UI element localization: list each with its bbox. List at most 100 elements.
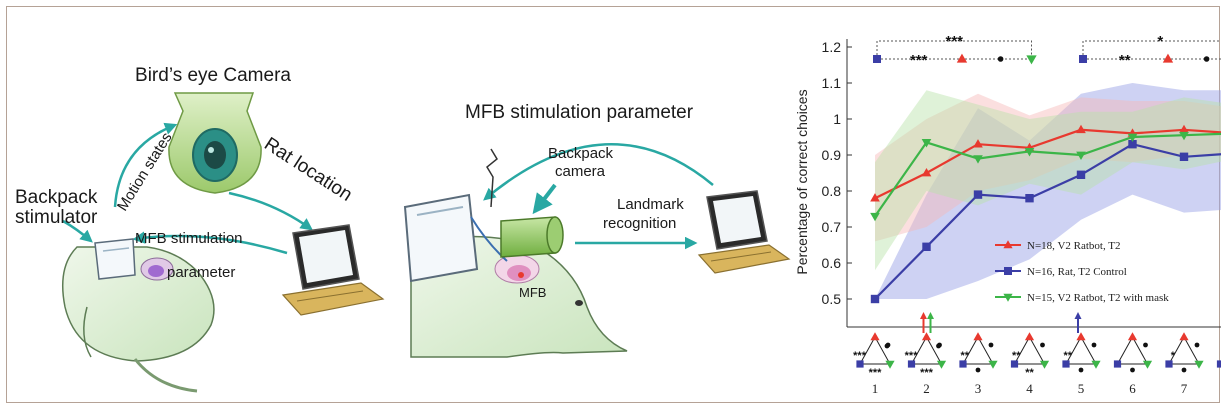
sig-triangle-1	[956, 53, 968, 63]
significance-inner-label-1: ***	[910, 52, 928, 69]
pairwise-dot-right-6	[1143, 342, 1148, 348]
y-tick-label-6: 1	[833, 111, 841, 127]
series-line-1	[874, 128, 1228, 200]
camera-pointer-arrow	[532, 183, 557, 215]
mfb-arrow-left	[132, 231, 288, 255]
pairwise-right-3	[988, 360, 998, 369]
pairwise-right-2	[936, 360, 947, 369]
series-1-point-3	[973, 139, 983, 148]
mfb-stimulation-label-mid: MFB stimulation parameter	[465, 102, 694, 123]
middle-panel: MFB stimulation parameter Backpack camer…	[403, 102, 791, 358]
backpack-camera-label-2: camera	[555, 163, 606, 180]
sig-triangle-2	[1162, 53, 1174, 63]
y-tick-label-3: 0.7	[822, 219, 842, 235]
pairwise-top-4	[1024, 332, 1035, 341]
x-tick-label-6: 6	[1129, 381, 1136, 396]
x-tick-label-7: 7	[1181, 381, 1188, 396]
pairwise-dot-right-7	[1194, 342, 1200, 348]
significance-brackets: *********	[873, 33, 1228, 69]
x-tick-label-4: 4	[1026, 381, 1033, 396]
pairwise-glyph-8	[1216, 349, 1228, 368]
sig-square-1	[873, 55, 881, 63]
pairwise-glyph-1: ******	[853, 332, 895, 379]
x-tick-label-1: 1	[872, 381, 879, 396]
series-1-point-2	[921, 167, 932, 177]
pairwise-right-7	[1194, 360, 1204, 369]
significance-label-1: ***	[945, 33, 963, 50]
series-2-point-3	[973, 190, 983, 199]
series-3-point-1	[870, 212, 880, 222]
y-tick-label-1: 0.5	[822, 291, 842, 307]
pairwise-left-stars-7: *	[1171, 350, 1176, 362]
pairwise-dot-extra-2	[936, 343, 941, 349]
pairwise-triangle-7	[1168, 335, 1200, 365]
pairwise-bottom-stars-2: ***	[920, 367, 934, 379]
pairwise-left-2	[907, 360, 916, 368]
series-3-point-4	[1024, 148, 1035, 157]
pairwise-top-7	[1179, 332, 1189, 341]
sig-dot-1	[997, 56, 1004, 62]
pairwise-bottom-stars-1: ***	[869, 367, 883, 379]
pairwise-glyph-7: *	[1165, 332, 1204, 373]
backpack-camera-label-1: Backpack	[548, 145, 614, 162]
series-3-point-2	[921, 139, 932, 148]
pairwise-right-6	[1142, 360, 1153, 369]
pairwise-right-1	[885, 360, 895, 369]
pairwise-glyph-2: ******	[905, 332, 947, 379]
pairwise-left-1	[856, 360, 864, 368]
landmark-recognition-label-2: recognition	[603, 215, 676, 232]
pairwise-left-4	[1010, 360, 1019, 368]
backpack-stimulator-label-2: stimulator	[15, 207, 98, 228]
pairwise-top-5	[1076, 332, 1086, 341]
laptop-icon-left	[281, 224, 385, 316]
series-line-2	[874, 143, 1228, 300]
backpack-camera-icon	[500, 216, 564, 258]
mfb-arrow-mid	[483, 143, 714, 201]
backpack-illustration-mid	[403, 148, 508, 283]
y-tick-label-4: 0.8	[822, 183, 842, 199]
backpack-stimulator-label-1: Backpack	[15, 187, 98, 208]
pairwise-dot-extra-1	[884, 343, 890, 349]
chart-legend: N=18, V2 Ratbot, T2N=16, Rat, T2 Control…	[995, 240, 1169, 304]
pairwise-left-7	[1165, 360, 1173, 368]
pairwise-top-6	[1127, 332, 1138, 341]
pairwise-glyph-4: ****	[1010, 332, 1050, 379]
figure-frame: Bird’s eye Camera Motion states Rat loca…	[6, 6, 1228, 403]
pairwise-left-5	[1062, 360, 1070, 368]
pairwise-dot-right-5	[1091, 342, 1097, 348]
mfb-brain-label: MFB	[519, 285, 546, 300]
pairwise-triangle-5	[1065, 335, 1097, 365]
rat-illustration-left	[62, 238, 215, 393]
x-tick-label-3: 3	[975, 381, 982, 396]
series-2-point-7	[1179, 152, 1189, 161]
pairwise-left-3	[959, 360, 967, 368]
x-tick-label-5: 5	[1078, 381, 1085, 396]
pairwise-left-stars-1: ***	[853, 350, 867, 362]
pairwise-dot-bottom-5	[1078, 367, 1084, 373]
x-tick-label-2: 2	[923, 381, 930, 396]
confidence-band-3	[875, 90, 1228, 271]
landmark-recognition-label-1: Landmark	[617, 196, 684, 213]
series-2-point-2	[922, 242, 931, 251]
pairwise-triangle-2	[910, 335, 943, 365]
pairwise-left-8	[1216, 360, 1225, 368]
sig-triangle-down-1	[1026, 55, 1037, 65]
pairwise-triangle-6	[1116, 335, 1149, 365]
y-axis-title: Percentage of correct choices	[794, 89, 810, 274]
pairwise-left-6	[1113, 360, 1122, 368]
series-2-point-6	[1128, 140, 1137, 149]
series-line-3	[874, 132, 1228, 217]
pairwise-dot-right-4	[1040, 342, 1045, 348]
series-2-point-5	[1076, 170, 1086, 179]
pairwise-triangle-1	[859, 335, 891, 365]
pairwise-top-3	[973, 332, 983, 341]
pairwise-arrowhead-2-1	[920, 312, 927, 319]
pairwise-left-stars-5: **	[1063, 350, 1072, 362]
y-tick-label-8: 1.2	[822, 39, 842, 55]
series-1-point-1	[870, 193, 880, 202]
series-1-point-7	[1179, 124, 1189, 134]
pairwise-triangle-3	[962, 335, 994, 365]
pairwise-dot-bottom-3	[975, 367, 981, 373]
confidence-band-1	[875, 93, 1228, 242]
